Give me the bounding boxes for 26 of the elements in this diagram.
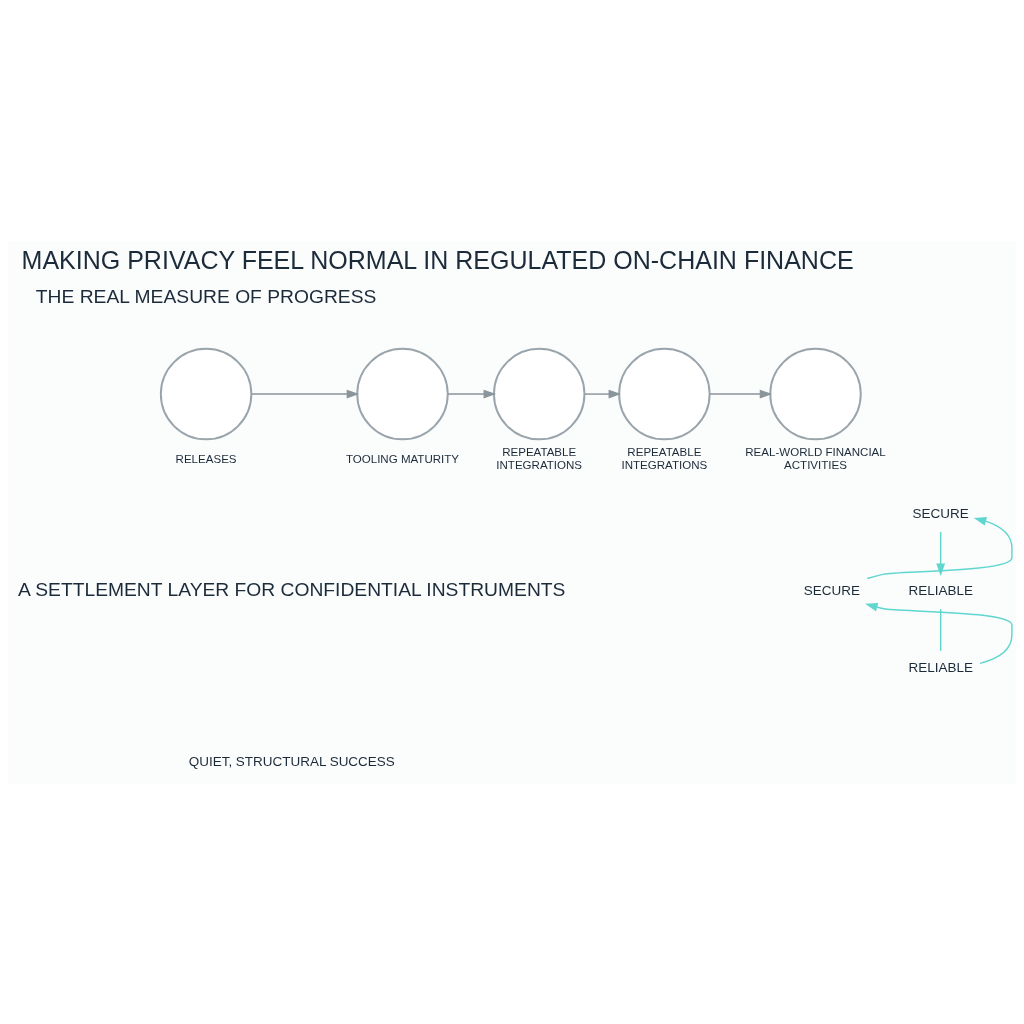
node-text: SECURE — [803, 582, 860, 598]
node-label: TOOLING MATURITY — [345, 452, 460, 465]
node-label: REPEATABLE INTEGRATIONS — [621, 445, 708, 471]
arrow — [866, 516, 1013, 579]
arrow — [709, 389, 773, 398]
node-text: RELIABLE — [908, 659, 973, 675]
node-circle — [356, 347, 449, 440]
node-circle — [618, 347, 711, 440]
arrow — [447, 389, 497, 398]
node-label: REPEATABLE INTEGRATIONS — [496, 445, 583, 471]
label: THE REAL MEASURE OF PROGRESS — [35, 285, 377, 307]
node-text: SECURE — [912, 505, 969, 521]
label: A SETTLEMENT LAYER FOR CONFIDENTIAL INSTRUMENTS — [18, 578, 566, 600]
arrow — [250, 389, 360, 398]
label: QUIET, STRUCTURAL SUCCESS — [188, 753, 395, 769]
node-text: RELIABLE — [908, 582, 973, 598]
node-circle — [493, 347, 586, 440]
arrow — [865, 602, 1013, 664]
node-label: REAL-WORLD FINANCIAL ACTIVITIES — [745, 445, 886, 471]
arrow — [936, 530, 946, 576]
diagram-title: MAKING PRIVACY FEEL NORMAL IN REGULATED ON-CHAIN FINANCE — [21, 245, 854, 274]
node-circle — [769, 347, 862, 440]
node-circle — [159, 347, 253, 440]
connector — [939, 607, 942, 652]
arrow — [583, 389, 622, 398]
node-label: RELEASES — [175, 452, 237, 465]
